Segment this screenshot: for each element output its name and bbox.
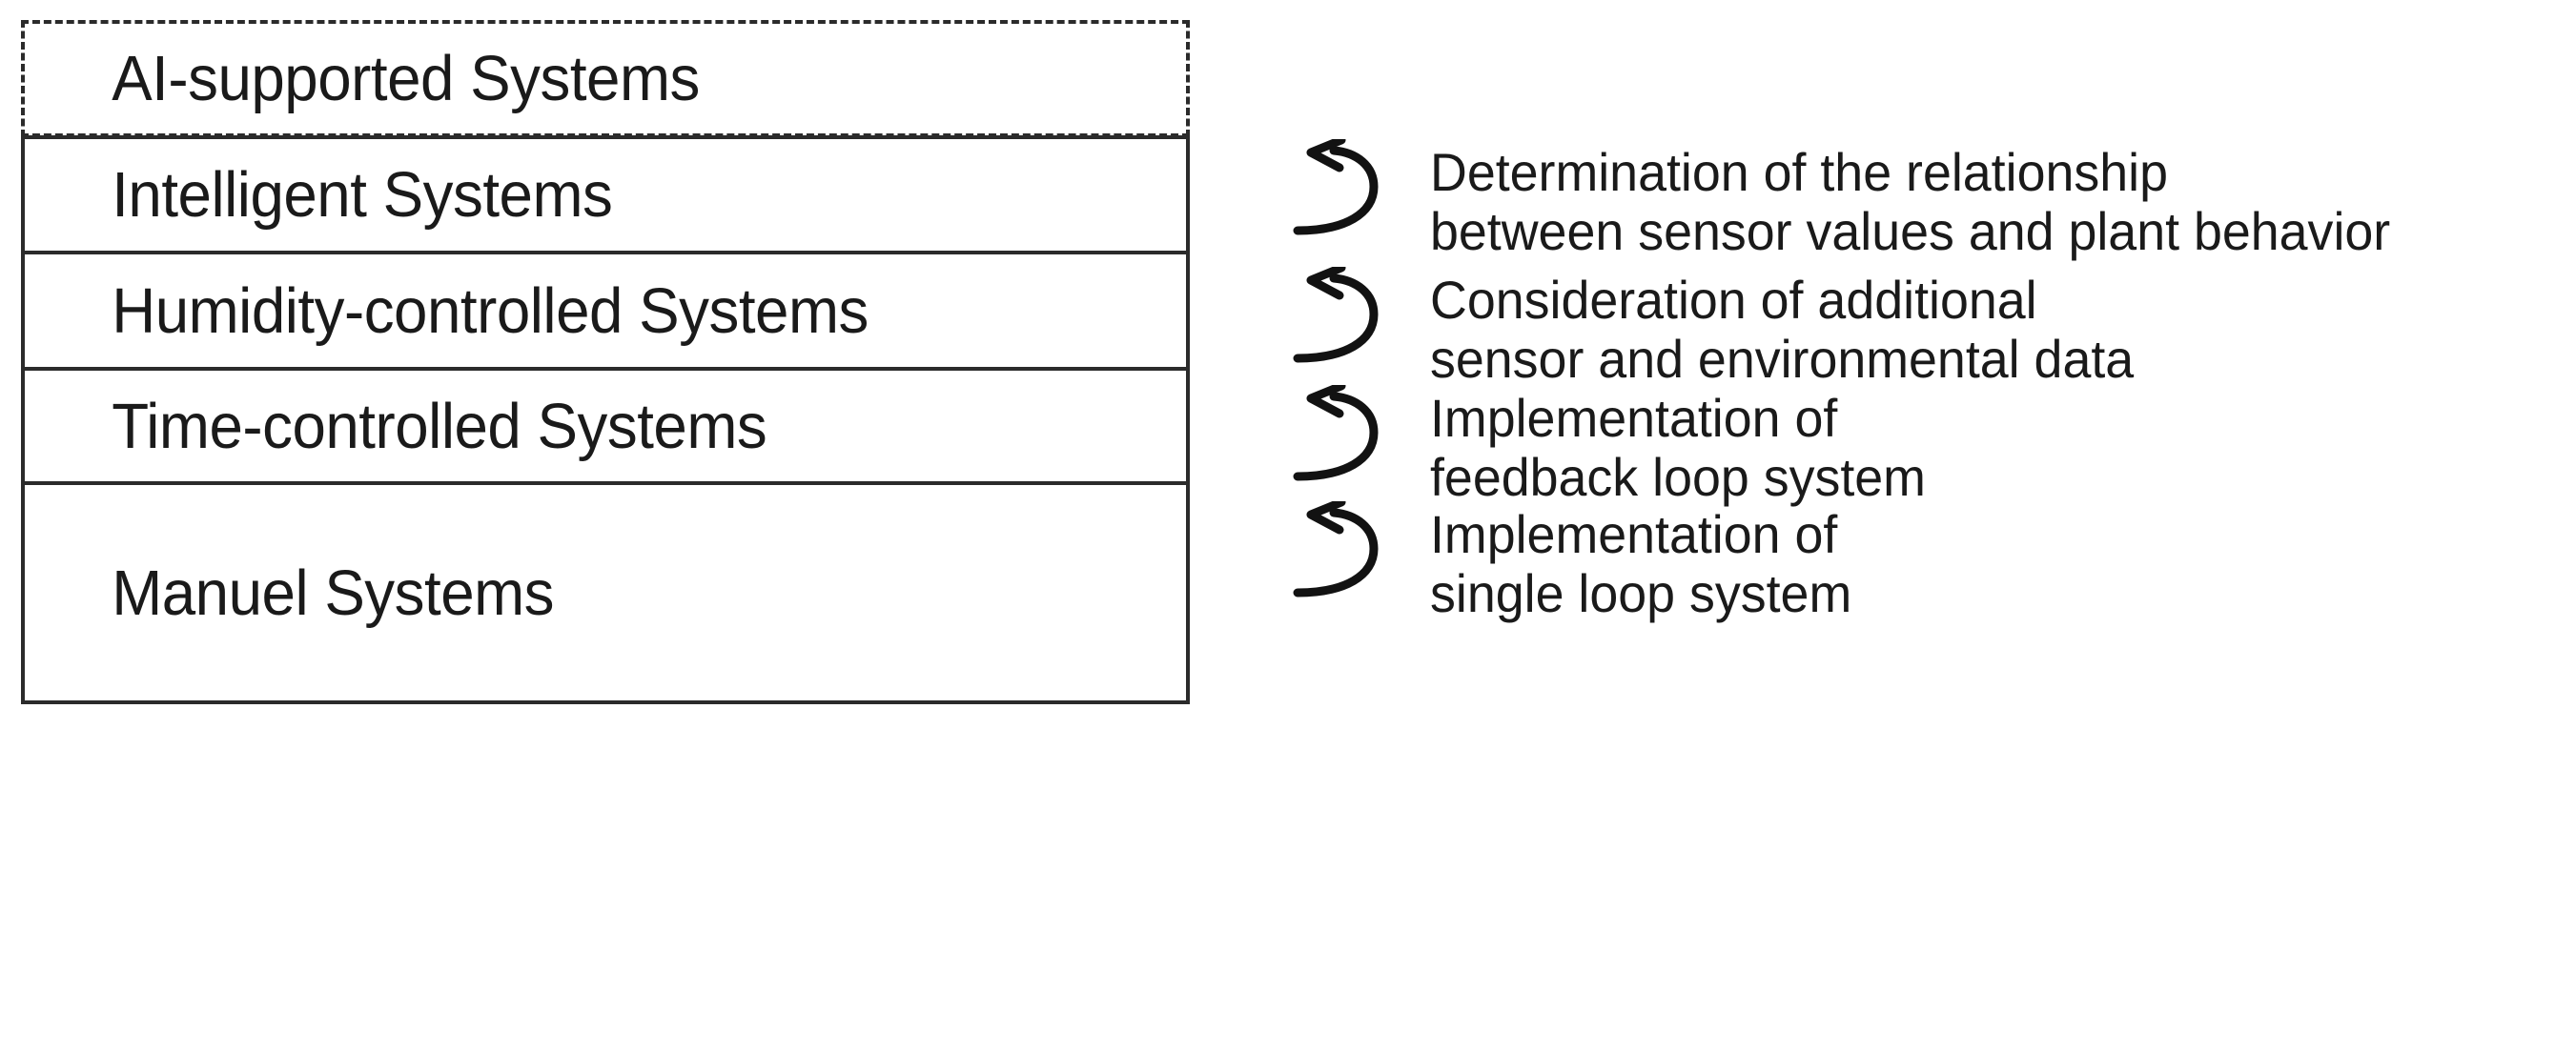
maturity-level-label: AI-supported Systems: [112, 43, 700, 114]
annotation-text: Implementation of feedback loop system: [1430, 388, 1926, 507]
curved-up-left-arrow-icon: [1292, 385, 1399, 492]
maturity-level-stack: AI-supported Systems Intelligent Systems…: [21, 20, 1190, 1008]
annotation-list: Determination of the relationship betwee…: [1292, 0, 2576, 1053]
maturity-level-time-controlled: Time-controlled Systems: [21, 367, 1190, 481]
annotation-text: Determination of the relationship betwee…: [1430, 142, 2391, 261]
maturity-level-label: Time-controlled Systems: [112, 390, 767, 462]
maturity-level-intelligent: Intelligent Systems: [21, 135, 1190, 251]
maturity-level-humidity-controlled: Humidity-controlled Systems: [21, 251, 1190, 367]
maturity-level-label: Humidity-controlled Systems: [112, 274, 869, 347]
annotation-item: Implementation of single loop system: [1292, 499, 1870, 623]
curved-up-left-arrow-icon: [1292, 139, 1399, 246]
annotation-item: Determination of the relationship betwee…: [1292, 137, 2430, 261]
annotation-text: Implementation of single loop system: [1430, 504, 1852, 623]
annotation-item: Implementation of feedback loop system: [1292, 383, 1947, 507]
curved-up-left-arrow-icon: [1292, 267, 1399, 374]
maturity-level-label: Manuel Systems: [112, 557, 555, 629]
annotation-text: Consideration of additional sensor and e…: [1430, 270, 2135, 389]
curved-up-left-arrow-icon: [1292, 501, 1399, 608]
maturity-level-manuel: Manuel Systems: [21, 481, 1190, 704]
annotation-item: Consideration of additional sensor and e…: [1292, 265, 2163, 389]
maturity-level-label: Intelligent Systems: [112, 159, 613, 231]
maturity-level-ai-supported: AI-supported Systems: [21, 20, 1190, 137]
